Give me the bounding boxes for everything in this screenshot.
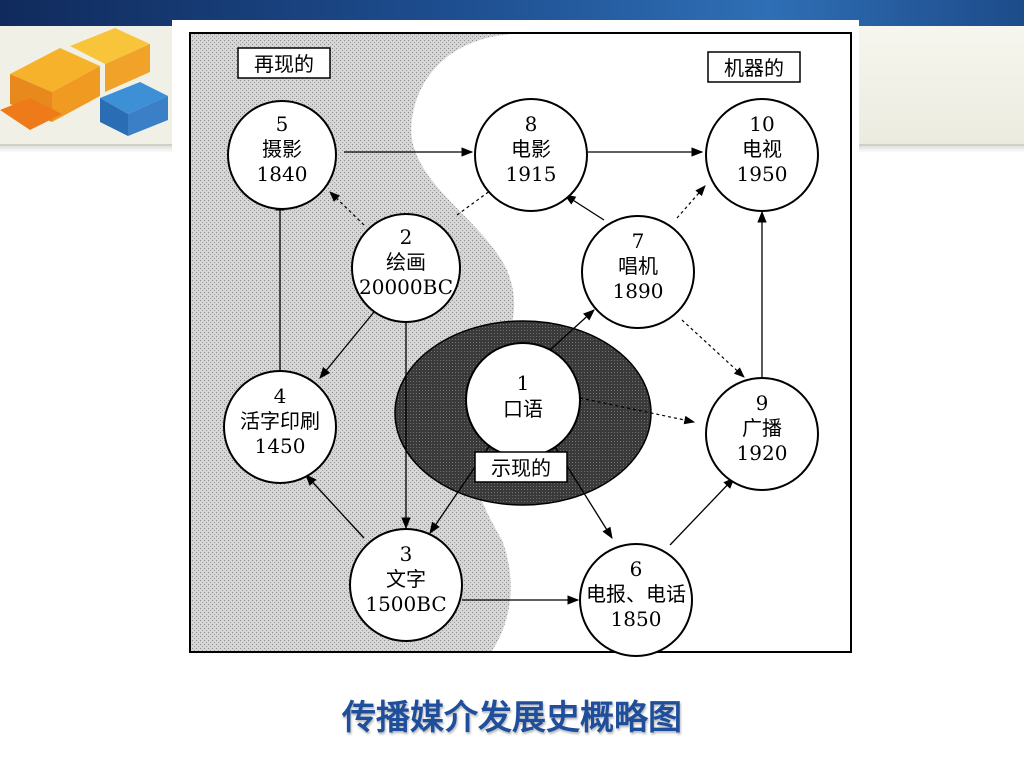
- label-presentational: 示现的: [474, 451, 568, 483]
- svg-text:口语: 口语: [503, 397, 543, 421]
- svg-text:再现的: 再现的: [254, 52, 314, 76]
- node-10-television: 10 电视 1950: [705, 98, 819, 212]
- node-3-writing: 3 文字 1500BC: [349, 528, 463, 642]
- media-history-diagram: 5 摄影 1840 8 电影 1915 10 电视 1950 2 绘画 2000…: [172, 20, 859, 660]
- svg-text:6: 6: [630, 557, 643, 581]
- node-9-radio: 9 广播 1920: [705, 377, 819, 491]
- svg-text:2: 2: [400, 225, 413, 249]
- node-5-photography: 5 摄影 1840: [227, 100, 337, 210]
- node-7-phonograph: 7 唱机 1890: [581, 215, 695, 329]
- svg-text:1920: 1920: [737, 441, 788, 465]
- logo-blocks-graphic: [0, 26, 175, 144]
- svg-text:10: 10: [749, 112, 774, 136]
- svg-text:4: 4: [274, 384, 287, 408]
- svg-text:1: 1: [517, 371, 530, 395]
- node-8-film: 8 电影 1915: [474, 98, 588, 212]
- slide-title: 传播媒介发展史概略图: [342, 698, 682, 738]
- svg-text:广播: 广播: [742, 416, 782, 440]
- svg-text:3: 3: [400, 542, 413, 566]
- svg-text:摄影: 摄影: [262, 137, 302, 161]
- svg-text:1915: 1915: [506, 162, 557, 186]
- node-4-movable-type-printing: 4 活字印刷 1450: [223, 370, 337, 484]
- node-1-speech: 1 口语: [465, 342, 581, 458]
- label-representational: 再现的: [237, 47, 331, 79]
- svg-text:20000BC: 20000BC: [359, 275, 453, 299]
- svg-text:7: 7: [632, 229, 645, 253]
- svg-text:活字印刷: 活字印刷: [240, 409, 320, 433]
- label-mechanical: 机器的: [707, 51, 801, 83]
- svg-text:电报、电话: 电报、电话: [586, 582, 686, 606]
- svg-text:1840: 1840: [257, 162, 308, 186]
- svg-text:文字: 文字: [386, 567, 426, 591]
- svg-text:电视: 电视: [742, 137, 782, 161]
- svg-text:5: 5: [276, 112, 289, 136]
- svg-text:电影: 电影: [511, 137, 551, 161]
- svg-text:1450: 1450: [255, 434, 306, 458]
- svg-text:唱机: 唱机: [618, 254, 658, 278]
- svg-text:机器的: 机器的: [724, 56, 784, 80]
- node-2-painting: 2 绘画 20000BC: [351, 213, 461, 323]
- svg-text:示现的: 示现的: [491, 456, 551, 480]
- svg-text:9: 9: [756, 391, 769, 415]
- solid-arrows: [275, 147, 767, 605]
- svg-text:1890: 1890: [613, 279, 664, 303]
- svg-text:1500BC: 1500BC: [365, 592, 446, 616]
- svg-text:8: 8: [525, 112, 538, 136]
- svg-text:绘画: 绘画: [386, 250, 426, 274]
- svg-text:1950: 1950: [737, 162, 788, 186]
- svg-text:1850: 1850: [611, 607, 662, 631]
- node-6-telegraph-telephone: 6 电报、电话 1850: [579, 543, 693, 657]
